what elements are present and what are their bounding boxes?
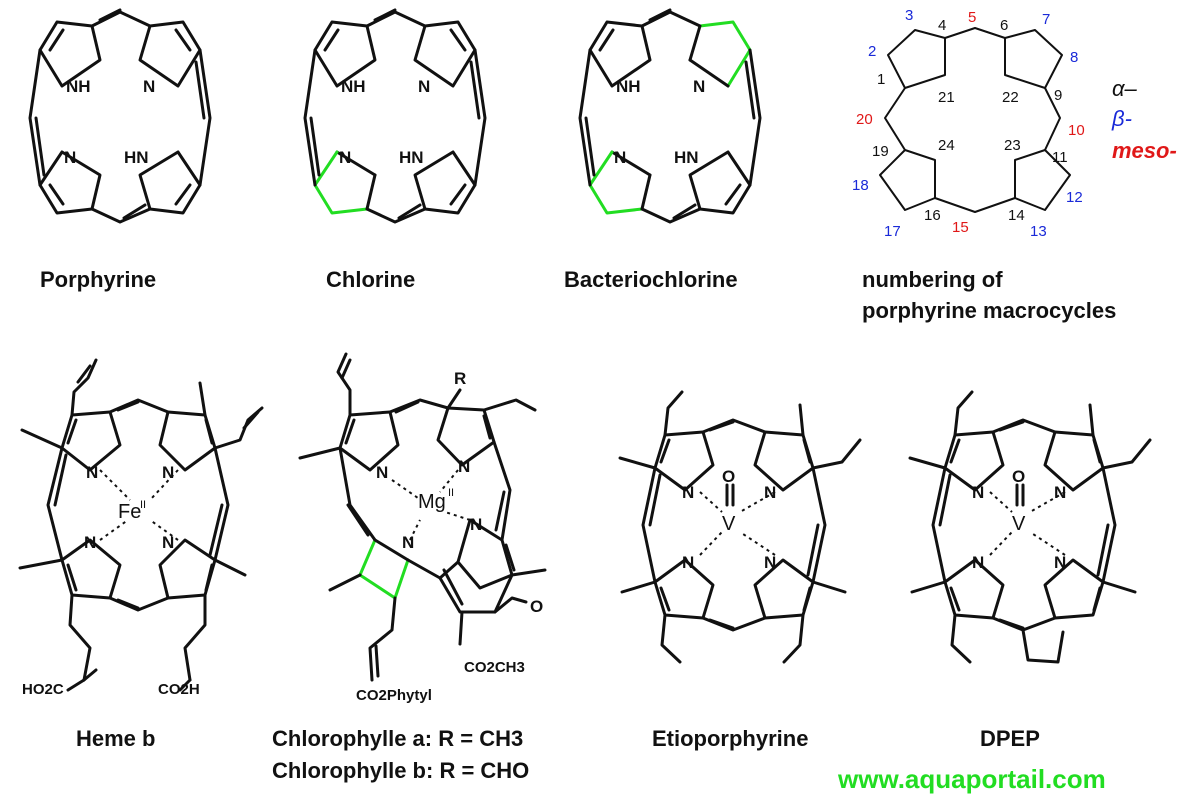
n-label: N [764, 483, 776, 502]
numbering-skeleton: 1 4 6 9 11 14 16 19 2 3 7 8 12 13 17 18 … [852, 7, 1085, 240]
num-17: 17 [884, 223, 901, 240]
chlorine-structure: NH N N HN [303, 8, 487, 224]
n-label: N [682, 553, 694, 572]
num-24: 24 [938, 137, 955, 154]
n-label: N [84, 533, 96, 552]
ho2c-label: HO2C [22, 681, 64, 698]
num-3: 3 [905, 7, 913, 24]
n-label: N [402, 533, 414, 552]
n-label: N [614, 148, 626, 167]
o-label: O [722, 467, 735, 486]
n-label: N [693, 77, 705, 96]
hn-label: HN [674, 148, 699, 167]
n-label: N [339, 148, 351, 167]
n-label: N [764, 553, 776, 572]
n-label: N [143, 77, 155, 96]
num-2: 2 [868, 43, 876, 60]
num-18: 18 [852, 177, 869, 194]
num-20: 20 [856, 111, 873, 128]
label-heme-b: Heme b [76, 726, 155, 751]
hn-label: HN [124, 148, 149, 167]
num-19: 19 [872, 143, 889, 160]
o-label: O [530, 597, 543, 616]
n-label: N [376, 463, 388, 482]
num-11: 11 [1052, 149, 1068, 166]
nh-label: NH [66, 77, 91, 96]
num-8: 8 [1070, 49, 1078, 66]
n-label: N [64, 148, 76, 167]
label-numbering-1: numbering of [862, 267, 1003, 292]
bacteriochlorine-structure: NH N N HN [578, 8, 762, 224]
co2ch3-label: CO2CH3 [464, 659, 525, 676]
co2phytyl-label: CO2Phytyl [356, 687, 432, 704]
v-label: V [1012, 513, 1026, 535]
legend-meso: meso- [1112, 138, 1177, 163]
num-7: 7 [1042, 11, 1050, 28]
co2h-label: CO2H [158, 681, 200, 698]
num-14: 14 [1008, 207, 1025, 224]
num-9: 9 [1054, 87, 1062, 104]
n-label: N [418, 77, 430, 96]
nh-label: NH [616, 77, 641, 96]
num-12: 12 [1066, 189, 1083, 206]
heme-b-structure: N N N N Fe II HO2C CO2H [18, 358, 264, 698]
label-etioporphyrine: Etioporphyrine [652, 726, 808, 751]
n-label: N [458, 457, 470, 476]
fe-label: Fe [118, 501, 141, 523]
hn-label: HN [399, 148, 424, 167]
mg-label: Mg [418, 491, 446, 513]
porphyrine-structure: NH N N HN [28, 8, 212, 224]
n-label: N [972, 483, 984, 502]
dpep-structure: O V N N N N [908, 390, 1152, 664]
n-label: N [1054, 553, 1066, 572]
watermark-text: www.aquaportail.com [837, 764, 1106, 794]
n-label: N [470, 515, 482, 534]
o-label: O [1012, 467, 1025, 486]
label-chlorine: Chlorine [326, 267, 415, 292]
n-label: N [682, 483, 694, 502]
num-5: 5 [968, 9, 976, 26]
num-15: 15 [952, 219, 969, 236]
mg-ox-state: II [448, 487, 454, 499]
n-label: N [162, 463, 174, 482]
label-chlorophylle-b: Chlorophylle b: R = CHO [272, 758, 529, 783]
num-6: 6 [1000, 17, 1008, 34]
chlorophyll-structure: N N N N Mg II R O CO2CH3 CO2Phytyl [298, 352, 547, 704]
num-4: 4 [938, 17, 946, 34]
num-23: 23 [1004, 137, 1021, 154]
num-1: 1 [877, 71, 885, 88]
r-label: R [454, 369, 466, 388]
label-numbering-2: porphyrine macrocycles [862, 298, 1116, 323]
label-dpep: DPEP [980, 726, 1040, 751]
num-22: 22 [1002, 89, 1019, 106]
num-10: 10 [1068, 122, 1085, 139]
label-porphyrine: Porphyrine [40, 267, 156, 292]
num-13: 13 [1030, 223, 1047, 240]
n-label: N [972, 553, 984, 572]
nh-label: NH [341, 77, 366, 96]
num-21: 21 [938, 89, 955, 106]
label-bacteriochlorine: Bacteriochlorine [564, 267, 738, 292]
num-16: 16 [924, 207, 941, 224]
n-label: N [86, 463, 98, 482]
etioporphyrine-structure: O V N N N N [618, 390, 862, 664]
label-chlorophylle-a: Chlorophylle a: R = CH3 [272, 726, 523, 751]
v-label: V [722, 513, 736, 535]
n-label: N [162, 533, 174, 552]
fe-ox-state: II [140, 499, 146, 511]
n-label: N [1054, 483, 1066, 502]
legend-beta: β- [1111, 106, 1132, 131]
legend-alpha: α– [1112, 76, 1138, 101]
